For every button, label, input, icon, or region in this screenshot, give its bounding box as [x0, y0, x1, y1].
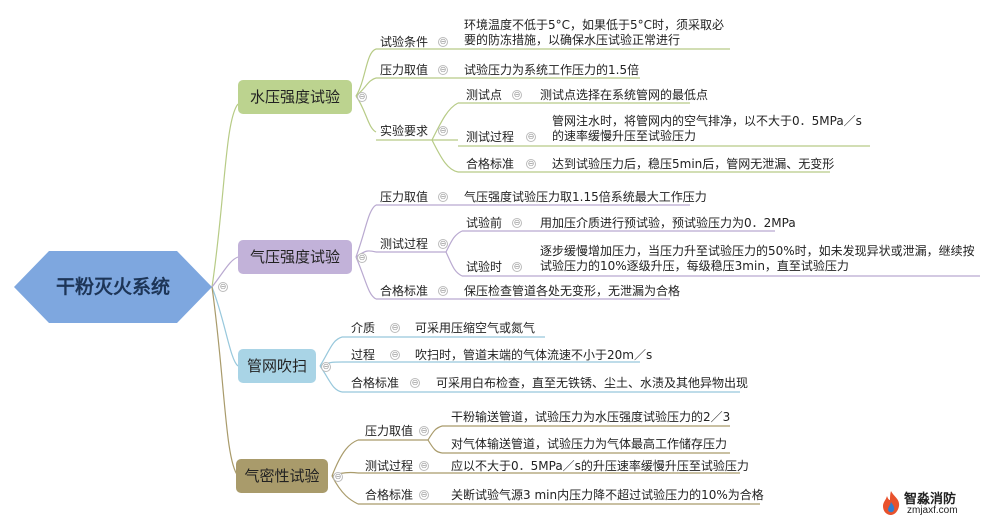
watermark-cn: 智淼消防	[904, 492, 957, 507]
leaf-text: 对气体输送管道，试验压力为气体最高工作储存压力	[451, 437, 728, 451]
watermark-en: zmjaxf.com	[907, 505, 958, 516]
leaf-text: 关断试验气源3 min内压力降不超过试验压力的10%为合格	[451, 488, 764, 502]
collapse-toggle-icon[interactable]: ⊖	[438, 239, 448, 249]
leaf-text: 测试点选择在系统管网的最低点	[540, 88, 709, 102]
collapse-toggle-icon[interactable]: ⊖	[410, 378, 420, 388]
collapse-toggle-icon[interactable]: ⊖	[512, 218, 522, 228]
collapse-toggle-icon[interactable]: ⊖	[512, 262, 522, 272]
watermark-logo: 智淼消防 zmjaxf.com	[880, 488, 992, 520]
node-label[interactable]: 测试过程	[365, 459, 414, 473]
node-label[interactable]: 试验前	[466, 216, 503, 230]
collapse-toggle-icon[interactable]: ⊖	[390, 323, 400, 333]
leaf-text: 保压检查管道各处无变形，无泄漏为合格	[464, 284, 681, 298]
node-label[interactable]: 压力取值	[380, 190, 429, 204]
collapse-toggle-icon[interactable]: ⊖	[333, 472, 343, 482]
collapse-toggle-icon[interactable]: ⊖	[526, 132, 536, 142]
leaf-text: 吹扫时，管道末端的气体流速不小于20m／s	[415, 348, 653, 362]
node-label[interactable]: 测试过程	[466, 130, 515, 144]
root-node-shape	[14, 251, 212, 323]
leaf-text: 干粉输送管道，试验压力为水压强度试验压力的2／3	[451, 410, 731, 424]
node-label[interactable]: 测试点	[466, 88, 503, 102]
collapse-toggle-icon[interactable]: ⊖	[419, 490, 429, 500]
branch-node-purge[interactable]: 管网吹扫	[238, 349, 316, 383]
leaf-text: 达到试验压力后，稳压5min后，管网无泄漏、无变形	[552, 157, 835, 171]
node-label[interactable]: 介质	[351, 321, 376, 335]
leaf-text: 试验压力为系统工作压力的1.5倍	[464, 63, 640, 77]
node-label[interactable]: 过程	[351, 348, 376, 362]
leaf-text: 逐步缓慢增加压力，当压力升至试验压力的50%时，如未发现异状或泄漏，继续按试验压…	[540, 244, 975, 273]
node-label[interactable]: 试验条件	[380, 35, 429, 49]
node-label[interactable]: 压力取值	[380, 63, 429, 77]
leaf-text: 应以不大于0．5MPa／s的升压速率缓慢升压至试验压力	[451, 459, 749, 473]
node-label[interactable]: 合格标准	[380, 284, 429, 298]
collapse-toggle-icon[interactable]: ⊖	[438, 192, 448, 202]
collapse-toggle-icon[interactable]: ⊖	[419, 461, 429, 471]
branch-node-pneumatic[interactable]: 气压强度试验	[238, 240, 352, 274]
collapse-toggle-icon[interactable]: ⊖	[357, 92, 367, 102]
collapse-toggle-icon[interactable]: ⊖	[438, 286, 448, 296]
node-label[interactable]: 试验时	[466, 260, 503, 274]
leaf-text: 可采用白布检查，直至无铁锈、尘土、水渍及其他异物出现	[436, 376, 749, 390]
collapse-toggle-icon[interactable]: ⊖	[438, 37, 448, 47]
leaf-text: 环境温度不低于5°C，如果低于5°C时，须采取必要的防冻措施，以确保水压试验正常…	[464, 18, 725, 47]
collapse-toggle-icon[interactable]: ⊖	[512, 90, 522, 100]
collapse-toggle-icon[interactable]: ⊖	[321, 362, 331, 372]
collapse-toggle-icon[interactable]: ⊖	[218, 282, 228, 292]
collapse-toggle-icon[interactable]: ⊖	[438, 65, 448, 75]
leaf-text: 气压强度试验压力取1.15倍系统最大工作压力	[464, 190, 707, 204]
node-label[interactable]: 压力取值	[365, 424, 414, 438]
collapse-toggle-icon[interactable]: ⊖	[438, 126, 448, 136]
collapse-toggle-icon[interactable]: ⊖	[357, 253, 367, 263]
node-label[interactable]: 合格标准	[351, 376, 400, 390]
root-label: 干粉灭火系统	[55, 276, 170, 298]
root-node[interactable]: 干粉灭火系统	[14, 251, 212, 323]
collapse-toggle-icon[interactable]: ⊖	[419, 426, 429, 436]
node-label[interactable]: 合格标准	[365, 488, 414, 502]
branch-node-hydrostatic[interactable]: 水压强度试验	[238, 80, 352, 114]
leaf-text: 管网注水时，将管网内的空气排净，以不大于0．5MPa／s的速率缓慢升压至试验压力	[552, 114, 862, 143]
node-label[interactable]: 实验要求	[380, 124, 429, 138]
flame-logo-icon	[883, 491, 900, 515]
collapse-toggle-icon[interactable]: ⊖	[526, 159, 536, 169]
leaf-text: 用加压介质进行预试验，预试验压力为0．2MPa	[540, 216, 796, 230]
node-label[interactable]: 合格标准	[466, 157, 515, 171]
branch-node-airtight[interactable]: 气密性试验	[236, 459, 328, 493]
collapse-toggle-icon[interactable]: ⊖	[390, 350, 400, 360]
leaf-text: 可采用压缩空气或氮气	[415, 321, 536, 335]
node-label[interactable]: 测试过程	[380, 237, 429, 251]
